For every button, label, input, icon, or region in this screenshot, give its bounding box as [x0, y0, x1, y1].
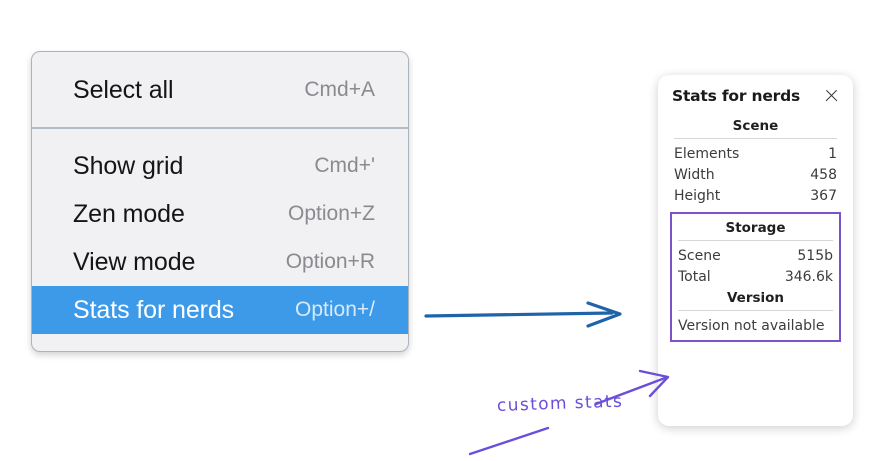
section-heading-version: Version [726, 290, 785, 306]
section-heading-scene: Scene [732, 118, 779, 134]
stats-for-nerds-panel: Stats for nerds Scene Elements 1 Width 4… [658, 75, 853, 426]
stats-section-storage: Storage Scene 515b Total 346.6k [676, 217, 835, 287]
stats-panel-header: Stats for nerds [672, 87, 839, 105]
canvas-context-menu: Select all Cmd+A Show grid Cmd+' Zen mod… [31, 51, 409, 352]
stat-row-elements: Elements 1 [672, 143, 839, 164]
stats-section-version: Version Version not available [676, 287, 835, 334]
menu-separator [32, 127, 408, 129]
close-icon[interactable] [823, 88, 839, 104]
stat-value: 458 [810, 166, 837, 183]
stat-value: 367 [810, 187, 837, 204]
menu-group-view: Show grid Cmd+' Zen mode Option+Z View m… [32, 129, 408, 334]
stats-section-scene: Scene Elements 1 Width 458 Height 367 [672, 115, 839, 206]
menu-item-shortcut: Option+R [285, 250, 375, 273]
stat-row-storage-scene: Scene 515b [676, 245, 835, 266]
menu-item-view-mode[interactable]: View mode Option+R [32, 238, 408, 286]
section-divider [678, 310, 833, 311]
purple-underline-stroke [468, 426, 550, 456]
menu-item-shortcut: Option+/ [295, 298, 375, 321]
stat-key: Height [674, 187, 721, 204]
version-not-available-text: Version not available [678, 318, 825, 334]
menu-item-zen-mode[interactable]: Zen mode Option+Z [32, 190, 408, 238]
menu-item-shortcut: Cmd+' [314, 154, 375, 177]
section-divider [674, 138, 837, 139]
stat-value: 1 [828, 145, 837, 162]
stat-key: Width [674, 166, 715, 183]
stats-panel-title: Stats for nerds [672, 87, 801, 105]
menu-item-label: View mode [73, 247, 196, 276]
stat-value: 515b [797, 247, 833, 264]
blue-arrow-icon [424, 301, 622, 328]
menu-item-show-grid[interactable]: Show grid Cmd+' [32, 142, 408, 190]
section-divider [678, 240, 833, 241]
menu-item-label: Stats for nerds [73, 295, 235, 324]
stat-row-height: Height 367 [672, 185, 839, 206]
menu-item-label: Show grid [73, 151, 184, 180]
stat-row-width: Width 458 [672, 164, 839, 185]
menu-group-selection: Select all Cmd+A [32, 52, 408, 127]
section-heading-storage: Storage [725, 220, 786, 236]
stat-key: Scene [678, 247, 721, 264]
stat-value: 346.6k [784, 268, 833, 285]
annotation-label-custom-stats: custom stats [496, 391, 624, 416]
menu-item-select-all[interactable]: Select all Cmd+A [32, 66, 408, 114]
menu-item-stats-for-nerds[interactable]: Stats for nerds Option+/ [32, 286, 408, 334]
custom-stats-highlight-box: Storage Scene 515b Total 346.6k Version … [670, 212, 841, 342]
menu-item-label: Select all [73, 75, 174, 104]
stat-key: Elements [674, 145, 740, 162]
stat-key: Total [678, 268, 711, 285]
menu-item-shortcut: Option+Z [288, 202, 375, 225]
menu-item-shortcut: Cmd+A [304, 78, 375, 101]
stat-row-storage-total: Total 346.6k [676, 266, 835, 287]
menu-item-label: Zen mode [73, 199, 185, 228]
menu-footer-spacer [32, 334, 408, 351]
